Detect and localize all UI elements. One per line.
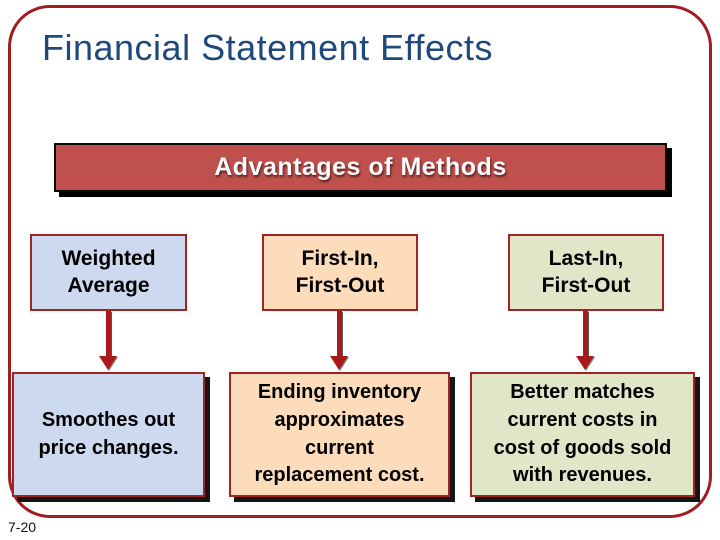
advantages-banner-label: Advantages of Methods — [214, 153, 507, 181]
method-header-fifo: First-In,First-Out — [262, 234, 418, 311]
down-arrow-weighted-average — [106, 311, 111, 357]
slide-title: Financial Statement Effects — [42, 27, 494, 68]
down-arrow-head-lifo — [576, 356, 594, 370]
slide-number: 7-20 — [8, 519, 37, 535]
down-arrow-head-fifo — [330, 356, 348, 370]
method-header-lifo: Last-In,First-Out — [508, 234, 664, 311]
slide-border-frame — [8, 5, 712, 518]
down-arrow-fifo — [337, 311, 342, 357]
advantages-banner: Advantages of Methods — [54, 143, 667, 192]
down-arrow-lifo — [583, 311, 588, 357]
down-arrow-head-weighted-average — [99, 356, 117, 370]
